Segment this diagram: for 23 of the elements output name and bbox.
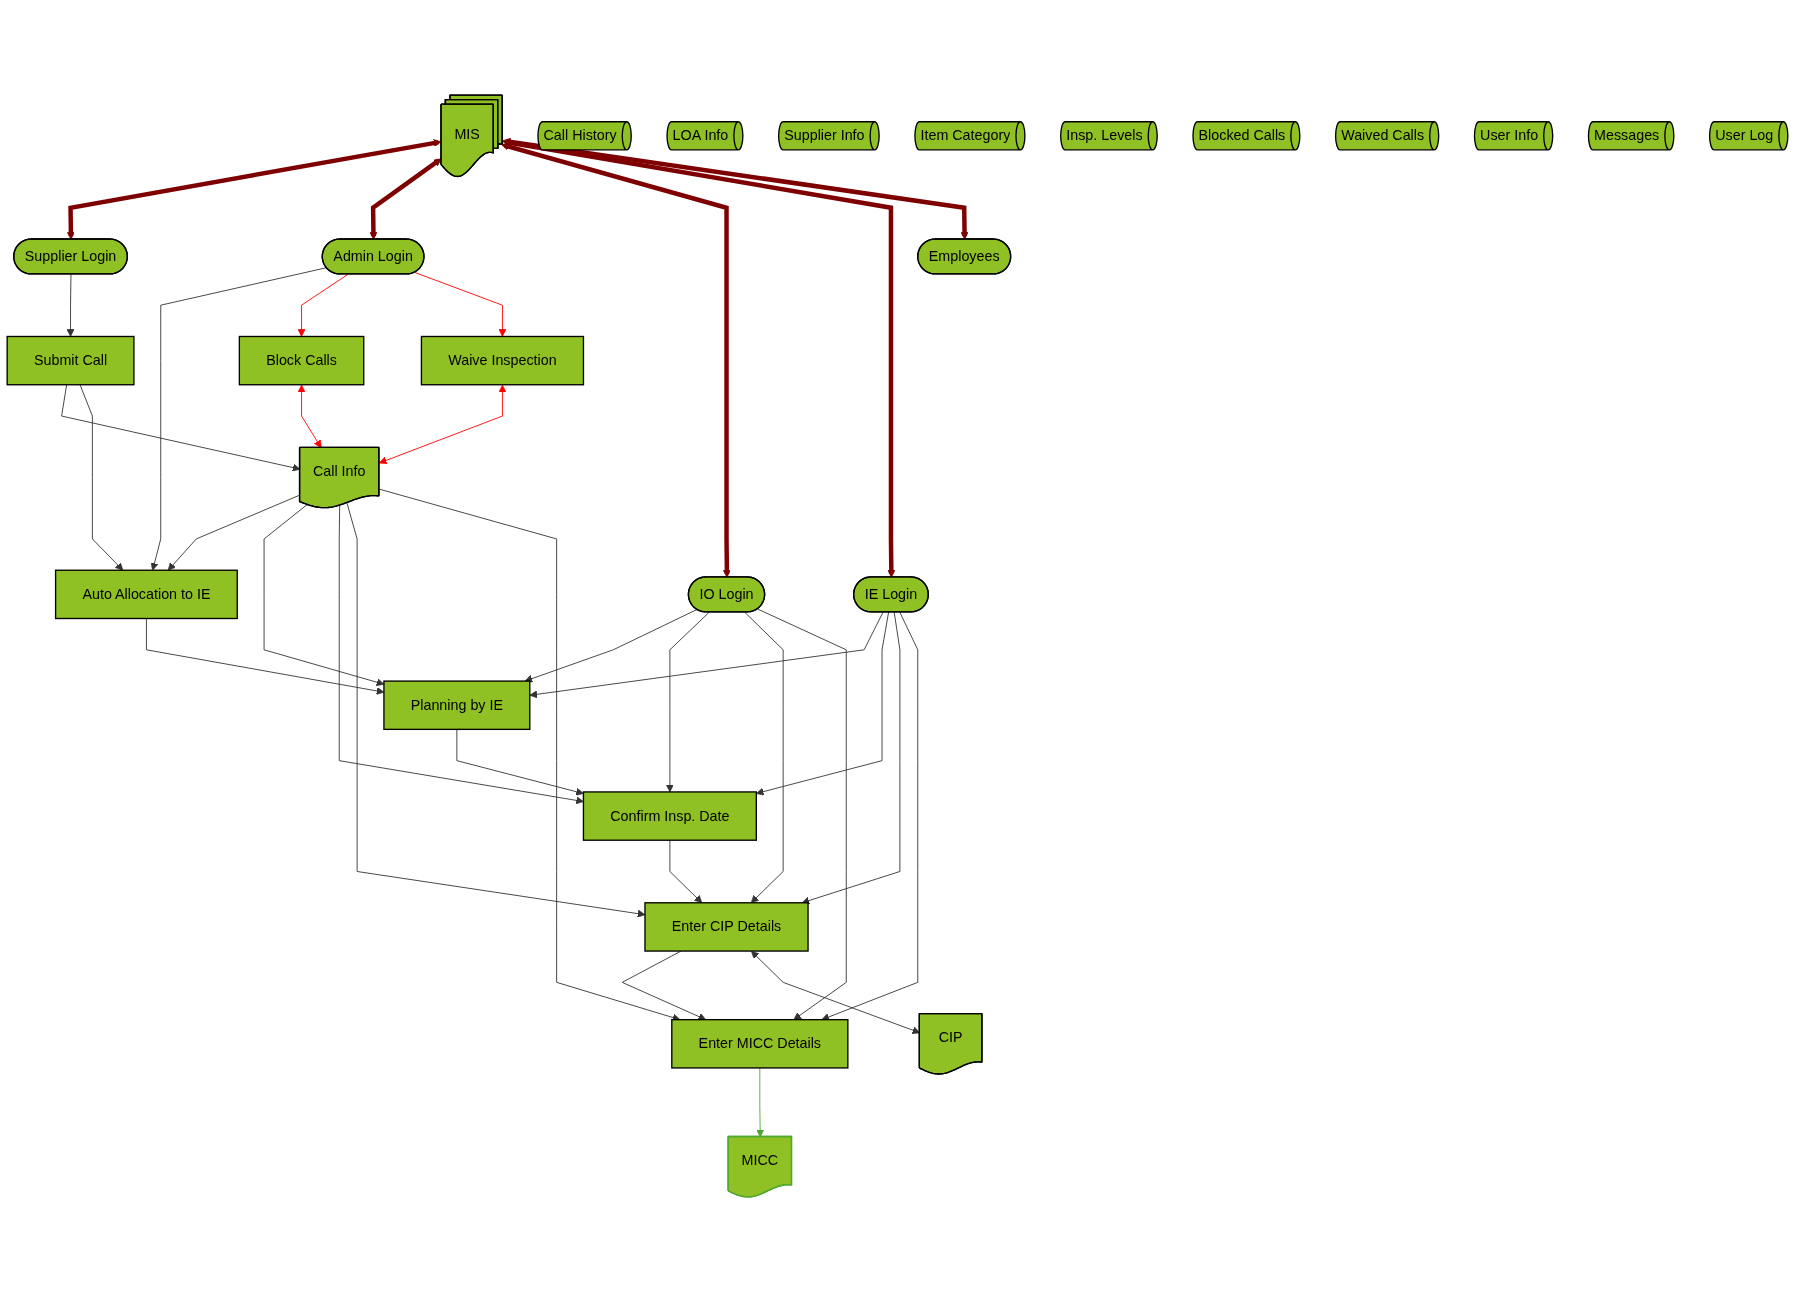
node-box: Auto Allocation to IE: [54, 569, 238, 620]
node-text: Waived Calls: [1341, 127, 1425, 143]
arrow: [501, 142, 731, 578]
node-text: Messages: [1594, 127, 1660, 143]
node-text: User Info: [1480, 127, 1539, 143]
node-box: Enter CIP Details: [644, 902, 809, 952]
arrow: [66, 139, 442, 240]
node-box: Block Calls: [238, 335, 365, 386]
node-text: Insp. Levels: [1066, 127, 1143, 143]
node-box: Submit Call: [6, 335, 135, 386]
node-text: Call History: [543, 127, 617, 143]
node-text: Blocked Calls: [1198, 127, 1286, 143]
node-box: Waive Inspection: [420, 335, 585, 386]
arrow: [502, 137, 969, 240]
node-box: Planning by IE: [383, 680, 531, 731]
node-box: Enter MICC Details: [671, 1019, 849, 1069]
node-text: Supplier Info: [784, 127, 865, 143]
arrow: [502, 138, 896, 578]
node-text: Item Category: [920, 127, 1011, 143]
node-text: LOA Info: [672, 127, 729, 143]
node-box: Confirm Insp. Date: [582, 791, 757, 841]
arrow: [369, 158, 442, 240]
node-text: User Log: [1715, 127, 1774, 143]
